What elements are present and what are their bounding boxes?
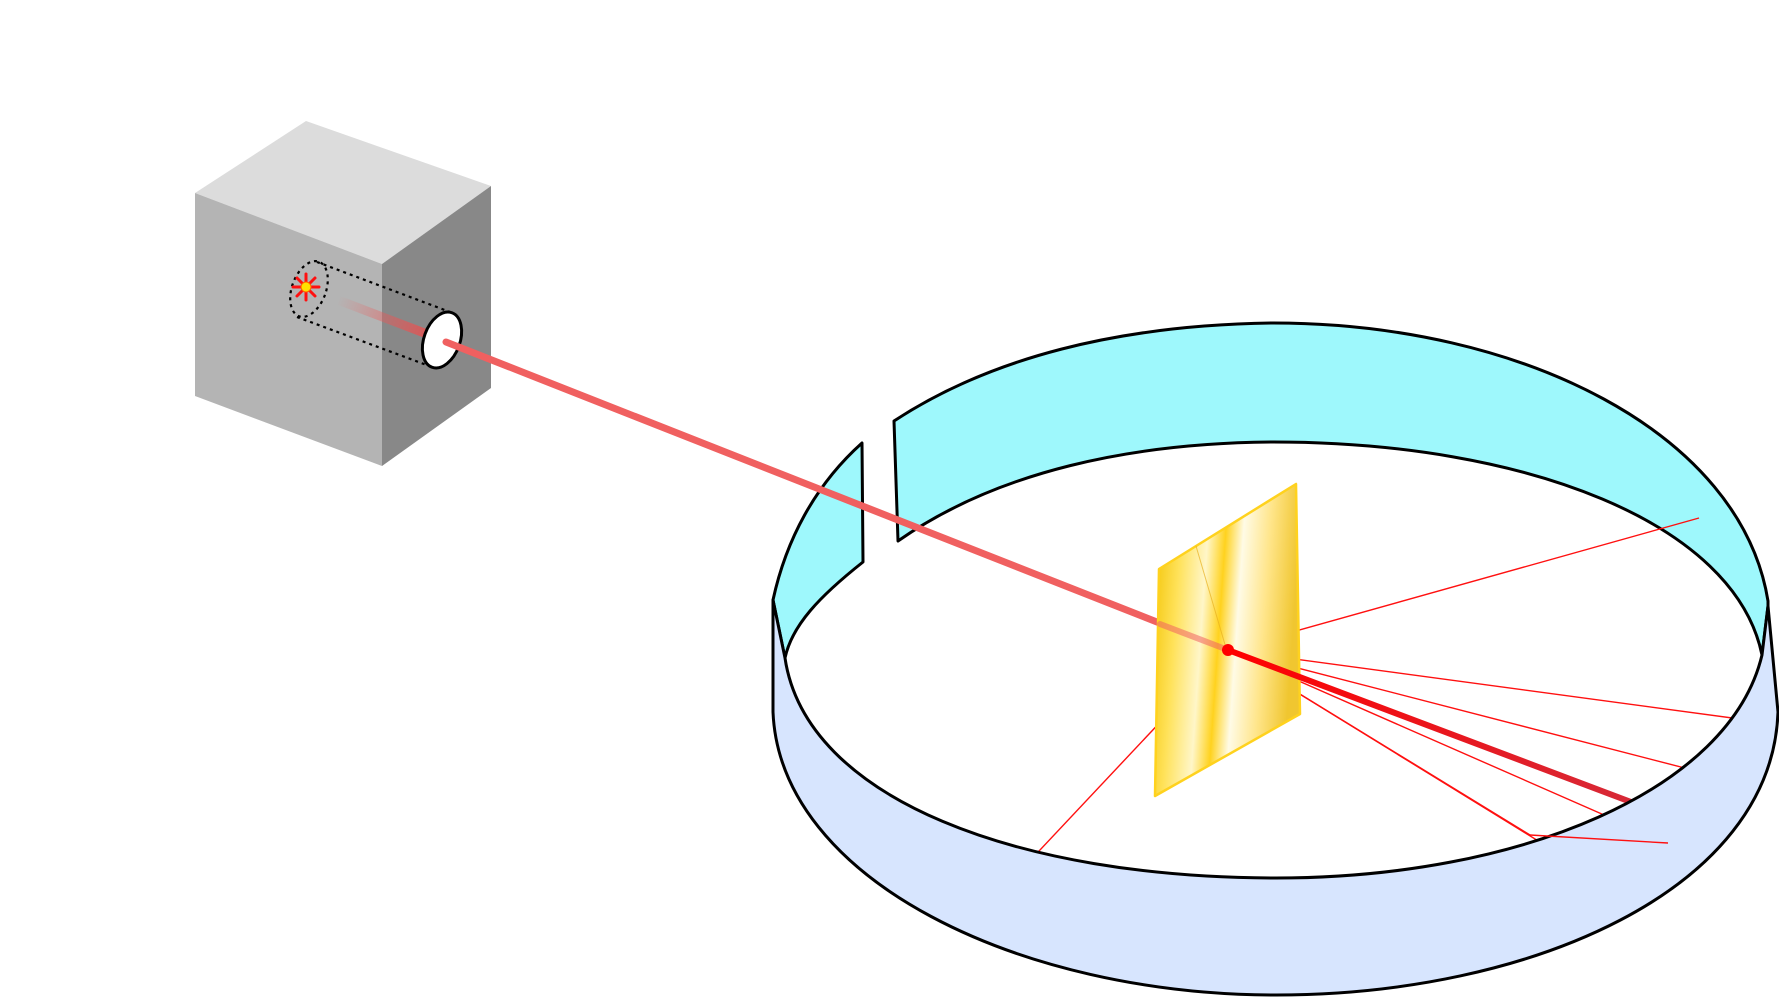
scatter-ray-1 bbox=[1227, 649, 1763, 723]
alpha-beam-through-foil bbox=[1157, 621, 1231, 653]
lead-block-front-face bbox=[195, 193, 382, 466]
gold-foil-sheet bbox=[1153, 482, 1302, 798]
scatter-ray-back-upper bbox=[1227, 517, 1700, 651]
collimator-bottom-edge bbox=[296, 315, 433, 369]
scatter-ray-3 bbox=[1227, 649, 1669, 844]
collimator-top-edge bbox=[316, 260, 451, 314]
gold-foil-fold bbox=[1195, 545, 1227, 649]
collimator bbox=[289, 260, 464, 370]
screen-wall-right-segment bbox=[892, 321, 1770, 657]
scatter-ray-2 bbox=[1227, 649, 1736, 782]
radium-source-icon bbox=[291, 272, 321, 302]
gold-foil bbox=[1153, 482, 1302, 798]
scattered-rays-on-band bbox=[1529, 834, 1669, 844]
impact-point bbox=[1222, 644, 1234, 656]
alpha-beam bbox=[442, 338, 1232, 654]
detector-screen-front-band bbox=[771, 598, 1779, 997]
collimator-back-opening bbox=[289, 260, 329, 318]
main-transmitted-beam bbox=[1225, 647, 1695, 828]
lead-block-top-face bbox=[195, 121, 491, 264]
lead-block bbox=[195, 121, 491, 466]
scatter-ray-3-band bbox=[1529, 834, 1669, 844]
